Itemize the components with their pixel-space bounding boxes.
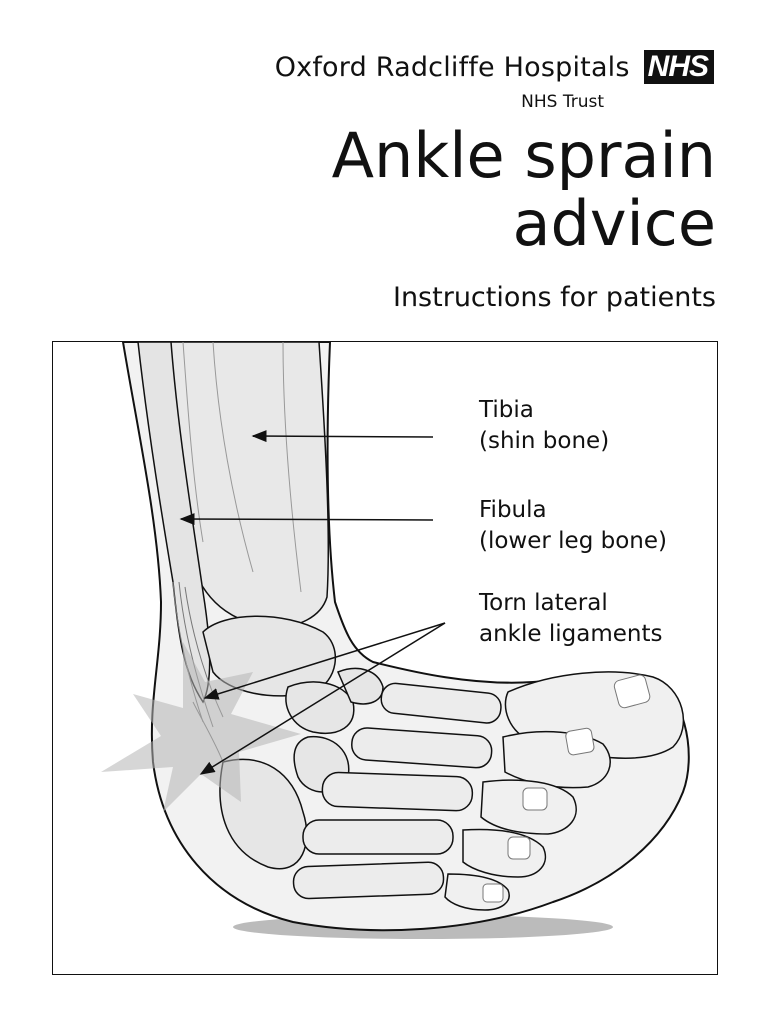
- toenails: [482, 674, 651, 903]
- title-line-1: Ankle sprain: [331, 119, 716, 192]
- metatarsal-bones: [292, 682, 502, 900]
- tibia-line: [212, 342, 254, 573]
- organization-header: Oxford Radcliffe Hospitals NHS: [275, 50, 714, 84]
- ligament-arrow-1: [203, 622, 446, 700]
- tibia-arrow: [251, 430, 434, 443]
- page-subtitle: Instructions for patients: [392, 282, 716, 313]
- organization-name: Oxford Radcliffe Hospitals: [274, 51, 630, 83]
- tibia-label-name: Tibia: [479, 397, 534, 423]
- nhs-logo: NHS: [643, 50, 714, 84]
- fibula-arrow: [179, 513, 434, 526]
- ligament-arrow-2: [199, 622, 446, 775]
- tibia-label-desc: (shin bone): [479, 428, 610, 454]
- tibia-label: Tibia (shin bone): [479, 395, 609, 457]
- tibia-line-2: [282, 342, 302, 593]
- ligament-label: Torn lateral ankle ligaments: [479, 588, 662, 650]
- ankle-drawing: [101, 342, 690, 939]
- fibula-label: Fibula (lower leg bone): [479, 495, 667, 557]
- injury-highlight: [101, 642, 301, 812]
- trust-name: NHS Trust: [521, 92, 604, 112]
- fibula-label-name: Fibula: [479, 497, 547, 523]
- ankle-illustration: Tibia (shin bone) Fibula (lower leg bone…: [52, 341, 718, 975]
- fibula-label-desc: (lower leg bone): [479, 528, 667, 554]
- title-line-2: advice: [512, 187, 717, 260]
- ligament-label-line-1: Torn lateral: [479, 590, 608, 616]
- ligament-label-line-2: ankle ligaments: [479, 621, 663, 647]
- page-title: Ankle sprain advice: [332, 122, 716, 258]
- calcaneus-bone: [219, 758, 308, 870]
